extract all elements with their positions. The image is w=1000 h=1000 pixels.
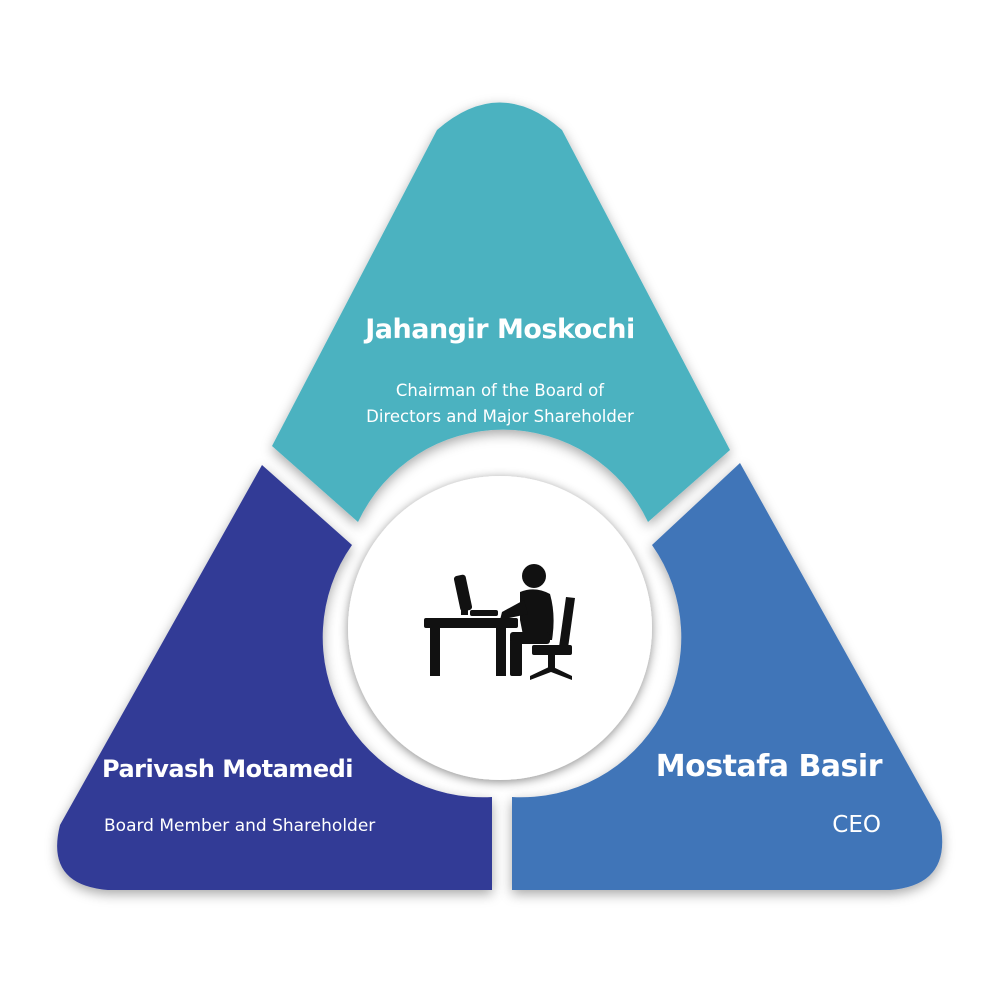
top-person-role: Chairman of the Board of Directors and M… [300, 378, 700, 430]
top-segment [272, 102, 730, 522]
right-person-name: Mostafa Basir [655, 749, 883, 784]
top-person-name: Jahangir Moskochi [365, 314, 635, 345]
top-role-line-2: Directors and Major Shareholder [366, 407, 634, 426]
left-person-role: Board Member and Shareholder [104, 816, 376, 836]
left-segment [57, 465, 492, 890]
top-role-line-1: Chairman of the Board of [395, 381, 605, 400]
right-segment [512, 463, 943, 890]
left-person-name: Parivash Motamedi [102, 755, 354, 783]
person-at-computer-desk-icon [424, 564, 575, 680]
right-person-role: CEO [832, 812, 881, 838]
